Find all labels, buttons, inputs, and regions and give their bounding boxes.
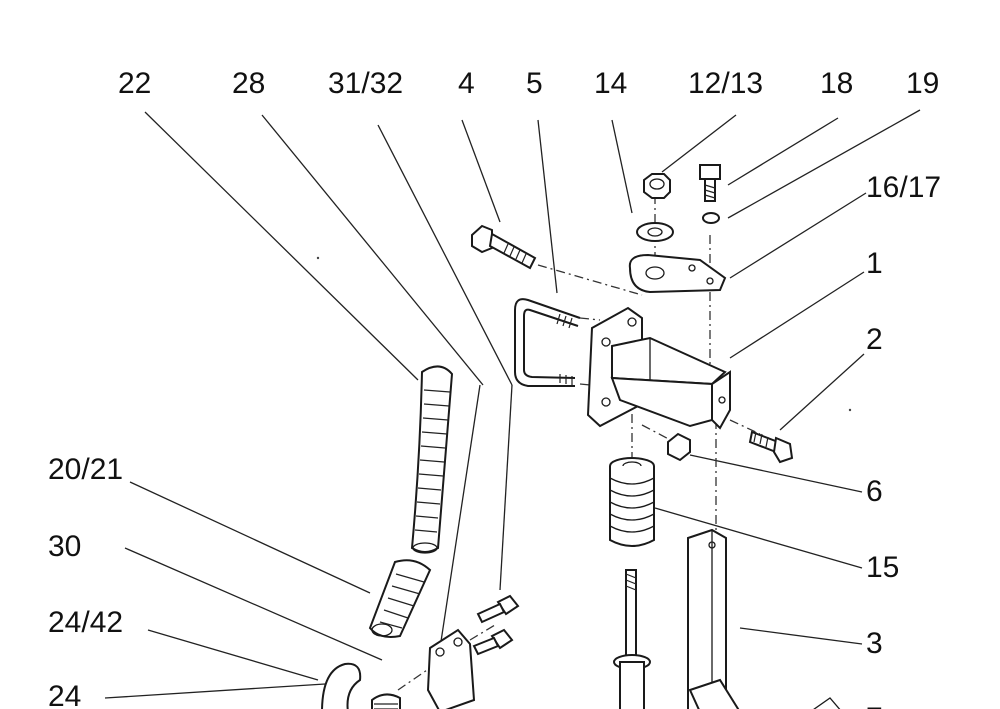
callout-15: 15 <box>866 551 899 584</box>
leader-16-17 <box>729 192 867 279</box>
leader-31-32-lower <box>499 384 513 591</box>
leader-1 <box>729 271 865 359</box>
leader-12-13 <box>661 114 737 173</box>
leader-31-32 <box>377 124 513 386</box>
pin-19 <box>702 212 720 224</box>
callout-1: 1 <box>866 247 883 280</box>
callout-3: 3 <box>866 627 883 660</box>
leader-20-21 <box>129 481 371 594</box>
shank-3 <box>687 528 841 709</box>
callout-2: 2 <box>866 323 883 356</box>
bolt-18 <box>699 164 721 202</box>
callout-20-21: 20/21 <box>48 453 123 486</box>
spring-30 <box>371 693 401 709</box>
leader-28 <box>261 114 484 386</box>
rod-shaft <box>613 569 651 709</box>
callout-24: 24 <box>48 680 81 709</box>
nut-12-13 <box>643 173 671 199</box>
callout-24-42: 24/42 <box>48 606 123 639</box>
callout-4: 4 <box>458 67 475 100</box>
callout-28: 28 <box>232 67 265 100</box>
plate-28 <box>426 628 476 709</box>
callout-31-32: 31/32 <box>328 67 403 100</box>
callout-22: 22 <box>118 67 151 100</box>
hose-20-21 <box>368 559 432 638</box>
callout-5: 5 <box>526 67 543 100</box>
callout-16-17: 16/17 <box>866 171 941 204</box>
callout-19: 19 <box>906 67 939 100</box>
leader-lines <box>104 109 921 699</box>
leader-19 <box>727 109 921 219</box>
plate-16-17 <box>628 253 727 294</box>
leader-30 <box>124 547 383 661</box>
bolts-31-32 <box>472 594 520 656</box>
washer-14 <box>636 222 674 242</box>
leader-24-42 <box>147 629 319 681</box>
leader-15 <box>654 507 863 569</box>
leader-28-lower <box>439 384 481 649</box>
nut-6 <box>667 432 691 462</box>
callout-12-13: 12/13 <box>688 67 763 100</box>
bolt-2 <box>748 430 794 464</box>
bolt-4 <box>471 224 537 270</box>
leader-2 <box>779 353 865 431</box>
leader-4 <box>461 119 501 223</box>
leader-18 <box>727 117 839 186</box>
leader-14 <box>611 119 633 214</box>
leader-5 <box>537 119 558 294</box>
leader-24 <box>104 683 326 699</box>
callout-30: 30 <box>48 530 81 563</box>
leader-6 <box>689 454 863 493</box>
callout-6: 6 <box>866 475 883 508</box>
callout-14: 14 <box>594 67 627 100</box>
leader-22 <box>144 111 419 381</box>
u-bolt-5 <box>514 298 581 387</box>
leader-3 <box>739 627 863 645</box>
hose-22 <box>410 365 454 554</box>
spring-15 <box>609 457 655 547</box>
elbow-24 <box>321 662 362 709</box>
callout-18: 18 <box>820 67 853 100</box>
callout-7: 7 <box>866 702 883 709</box>
bracket-1 <box>586 306 731 430</box>
